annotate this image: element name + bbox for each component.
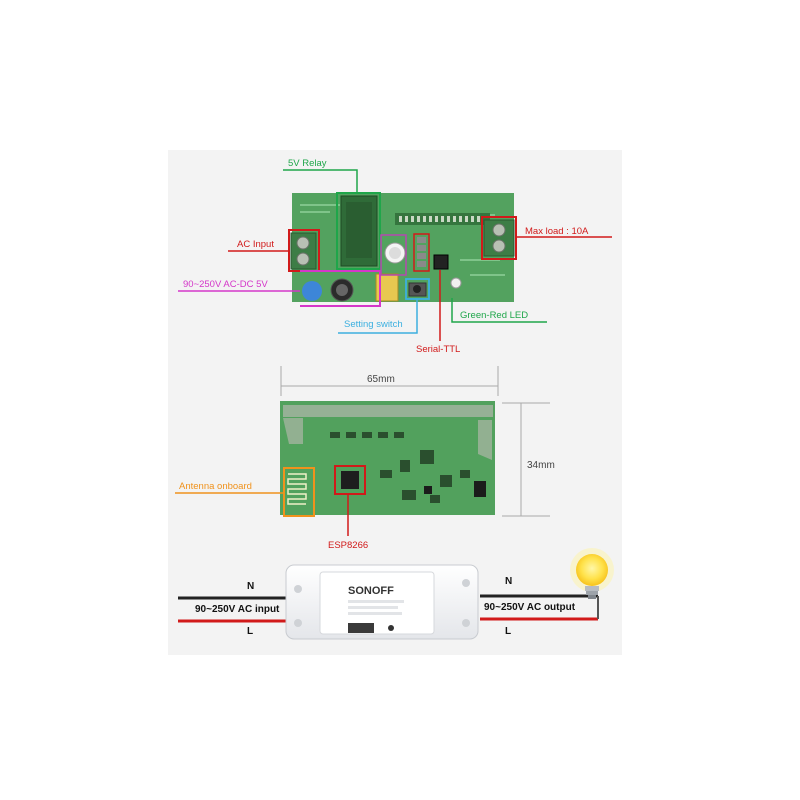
varistor: [302, 281, 322, 301]
input-label: 90~250V AC input: [195, 604, 280, 615]
led-label: Green-Red LED: [460, 310, 528, 321]
wiring: N 90~250V AC input L N 90~250V AC output…: [178, 576, 599, 637]
max-load-label: Max load : 10A: [525, 226, 589, 237]
output-label: 90~250V AC output: [484, 602, 576, 613]
bottom-board: [280, 401, 495, 515]
sonoff-device: SONOFF: [285, 564, 479, 640]
chip-label: ESP8266: [328, 540, 368, 551]
bottom-annotations: 65mm 34mm Antenna onboard ESP8266: [175, 366, 555, 551]
setting-switch-label: Setting switch: [344, 319, 403, 330]
left-live-label: L: [247, 626, 253, 637]
left-neutral-label: N: [247, 581, 254, 592]
antenna: [287, 473, 307, 505]
brand-logo: SONOFF: [348, 585, 394, 597]
top-annotations: 5V Relay AC Input Max load : 10A 90~250V…: [178, 158, 612, 355]
power-label: 90~250V AC-DC 5V: [183, 279, 268, 290]
serial-ttl-label: Serial-TTL: [416, 344, 460, 355]
ac-input-label: AC Input: [237, 239, 274, 250]
esp8266-chip: [341, 471, 359, 489]
antenna-label: Antenna onboard: [179, 481, 252, 492]
height-label: 34mm: [527, 460, 555, 471]
top-board: [290, 193, 515, 302]
width-label: 65mm: [367, 374, 395, 385]
light-bulb-icon: [570, 548, 614, 599]
right-live-label: L: [505, 626, 511, 637]
relay-label: 5V Relay: [288, 158, 327, 169]
yellow-capacitor: [375, 273, 399, 302]
status-led: [388, 625, 394, 631]
right-neutral-label: N: [505, 576, 512, 587]
